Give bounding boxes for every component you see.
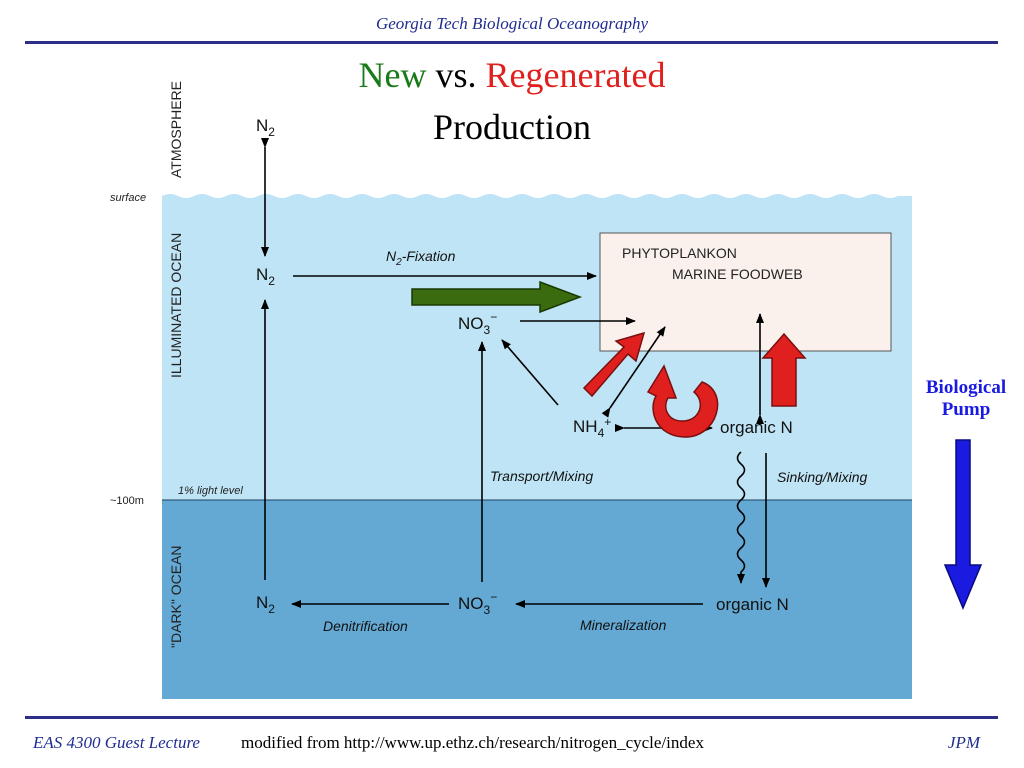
new-production-arrow xyxy=(411,280,583,314)
n2-atmosphere-node: N2 xyxy=(256,116,275,139)
header-rule xyxy=(25,41,998,44)
foodweb-label-1: PHYTOPLANKON xyxy=(622,245,737,261)
n2-fixation-label: N2-Fixation xyxy=(386,248,456,268)
depth-label: ~100m xyxy=(110,495,144,507)
organic-n-dark-node: organic N xyxy=(716,595,789,614)
arrow-wavy-sinking xyxy=(736,451,746,584)
title-regenerated: Regenerated xyxy=(485,55,666,95)
nh4-node: NH4+ xyxy=(573,415,611,440)
zone-label-dark: "DARK" OCEAN xyxy=(168,545,184,648)
regenerated-arrow-nh4 xyxy=(582,331,646,398)
regenerated-recycle-arrow xyxy=(646,364,719,438)
surface-label: surface xyxy=(110,192,146,204)
footer-rule xyxy=(25,716,998,719)
footer-course: EAS 4300 Guest Lecture xyxy=(33,733,200,752)
slide-title: New vs. Regenerated xyxy=(0,54,1024,96)
biological-pump-label: Biological Pump xyxy=(914,377,1018,421)
n2-illuminated-node: N2 xyxy=(256,265,275,288)
sinking-mixing-label: Sinking/Mixing xyxy=(777,469,867,485)
arrow-nh4-to-no3 xyxy=(501,339,559,406)
biological-pump-label-line1: Biological xyxy=(925,377,1007,398)
title-new: New xyxy=(358,55,427,95)
no3-illuminated-node: NO3− xyxy=(458,310,497,337)
slide-subtitle: Production xyxy=(433,107,591,147)
footer-source: modified from http://www.up.ethz.ch/rese… xyxy=(241,733,704,752)
transport-mixing-label: Transport/Mixing xyxy=(490,468,593,484)
foodweb-label-2: MARINE FOODWEB xyxy=(672,266,803,282)
arrow-nh4-foodweb xyxy=(601,326,666,418)
zone-label-atmosphere: ATMOSPHERE xyxy=(168,81,184,178)
light-level-label: 1% light level xyxy=(178,485,243,497)
zone-label-illuminated: ILLUMINATED OCEAN xyxy=(168,233,184,378)
regenerated-arrow-organic xyxy=(761,332,807,407)
denitrification-label: Denitrification xyxy=(323,618,408,634)
dark-ocean-layer xyxy=(162,500,912,699)
footer-author: JPM xyxy=(947,733,980,752)
header-title: Georgia Tech Biological Oceanography xyxy=(375,14,649,33)
biological-pump-arrow[interactable] xyxy=(943,439,983,610)
title-vs: vs. xyxy=(426,55,486,95)
no3-dark-node: NO3− xyxy=(458,590,497,617)
organic-n-illuminated-node: organic N xyxy=(720,418,793,437)
mineralization-label: Mineralization xyxy=(580,617,667,633)
n2-dark-node: N2 xyxy=(256,593,275,616)
biological-pump-label-line2: Pump xyxy=(941,399,991,420)
